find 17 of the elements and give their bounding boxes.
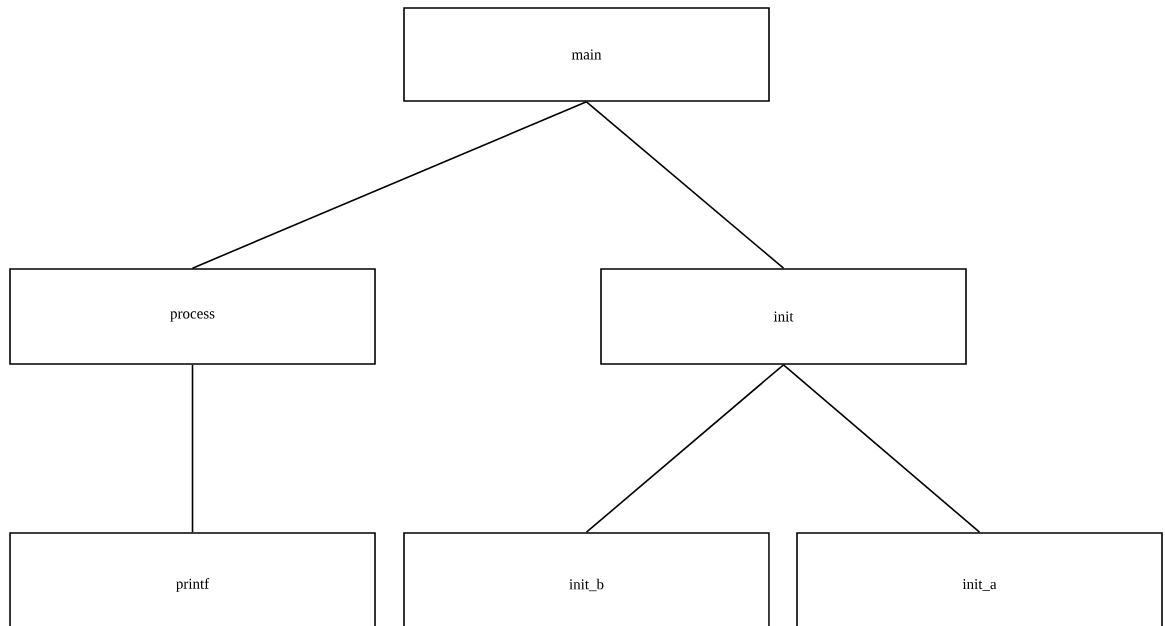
node-label: main <box>571 49 602 60</box>
connector-line <box>585 101 785 269</box>
process-box <box>403 7 770 102</box>
node-label: init_b <box>569 578 604 592</box>
process-box <box>600 268 967 365</box>
connector-line <box>585 364 785 533</box>
process-box <box>796 532 1163 626</box>
connector-line <box>191 101 588 269</box>
connector-line <box>191 364 194 533</box>
connector-line <box>782 364 981 533</box>
process-box <box>403 532 770 626</box>
process-box <box>9 268 376 365</box>
node-label: init <box>773 311 794 322</box>
process-box <box>9 532 376 626</box>
node-label: init_a <box>962 579 997 591</box>
node-label: printf <box>176 578 210 592</box>
node-label: process <box>170 311 215 322</box>
